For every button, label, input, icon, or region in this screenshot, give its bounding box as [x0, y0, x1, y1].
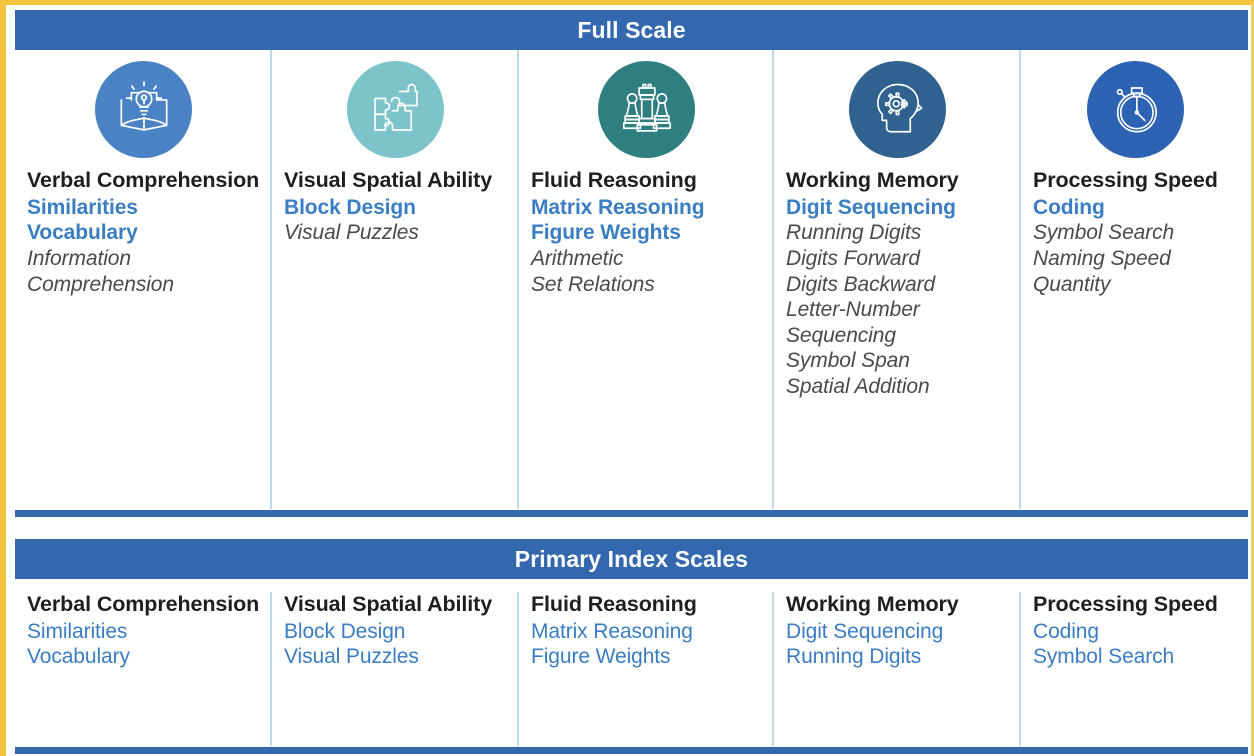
- subtest-coding: Coding: [1033, 195, 1105, 219]
- primary-index-scales-header: Primary Index Scales: [15, 539, 1248, 579]
- subtest-running-digits: Running Digits: [786, 645, 922, 669]
- subtest-block-design: Block Design: [284, 195, 416, 219]
- subtest-running-digits: Running Digits: [786, 221, 922, 245]
- scale-name-visual-spatial-ability: Visual Spatial Ability: [284, 168, 493, 192]
- subtest-letter-number-sequencing: Letter-Number Sequencing: [786, 298, 920, 347]
- icon-wrap-verbal-comprehension: [27, 50, 260, 168]
- subtest-quantity: Quantity: [1033, 272, 1111, 296]
- icon-wrap-working-memory: [786, 50, 1009, 168]
- scale-name-working-memory: Working Memory: [786, 168, 959, 192]
- subtest-symbol-search: Symbol Search: [1033, 221, 1175, 245]
- subtest-information: Information: [27, 247, 131, 271]
- scale-name-visual-spatial-ability: Visual Spatial Ability: [284, 592, 493, 616]
- subtest-coding: Coding: [1033, 619, 1099, 643]
- subtest-digits-backward: Digits Backward: [786, 272, 936, 296]
- icon-wrap-visual-spatial-ability: [284, 50, 507, 168]
- scale-name-processing-speed: Processing Speed: [1033, 592, 1218, 616]
- subtest-vocabulary: Vocabulary: [27, 221, 138, 245]
- subtest-set-relations: Set Relations: [531, 272, 655, 296]
- subtest-spatial-addition: Spatial Addition: [786, 375, 930, 399]
- head-gear-icon: [849, 60, 946, 158]
- scale-name-working-memory: Working Memory: [786, 592, 959, 616]
- subtest-block-design: Block Design: [284, 619, 406, 643]
- chess-pieces-icon: [598, 60, 695, 158]
- subtest-similarities: Similarities: [27, 619, 128, 643]
- subtest-visual-puzzles: Visual Puzzles: [284, 645, 419, 669]
- stopwatch-icon: [1087, 60, 1184, 158]
- subtest-symbol-search: Symbol Search: [1033, 645, 1175, 669]
- subtest-matrix-reasoning: Matrix Reasoning: [531, 619, 693, 643]
- scale-name-processing-speed: Processing Speed: [1033, 168, 1218, 192]
- subtest-arithmetic: Arithmetic: [531, 247, 624, 271]
- subtest-vocabulary: Vocabulary: [27, 645, 130, 669]
- subtest-symbol-span: Symbol Span: [786, 349, 910, 373]
- subtest-figure-weights: Figure Weights: [531, 645, 671, 669]
- subtest-digits-forward: Digits Forward: [786, 247, 920, 271]
- icon-wrap-processing-speed: [1033, 50, 1238, 168]
- subtest-figure-weights: Figure Weights: [531, 221, 681, 245]
- scale-name-fluid-reasoning: Fluid Reasoning: [531, 168, 697, 192]
- puzzle-pieces-icon: [347, 60, 444, 158]
- subtest-similarities: Similarities: [27, 195, 138, 219]
- scale-name-fluid-reasoning: Fluid Reasoning: [531, 592, 697, 616]
- primary-index-scales-section: Primary Index Scales Verbal Comprehensio…: [15, 539, 1248, 754]
- subtest-naming-speed: Naming Speed: [1033, 247, 1171, 271]
- scale-name-verbal-comprehension: Verbal Comprehension: [27, 592, 260, 616]
- icon-wrap-fluid-reasoning: [531, 50, 762, 168]
- subtest-digit-sequencing: Digit Sequencing: [786, 619, 944, 643]
- subtest-matrix-reasoning: Matrix Reasoning: [531, 195, 705, 219]
- primary-index-bottom-rule: [15, 746, 1248, 754]
- subtest-visual-puzzles: Visual Puzzles: [284, 221, 419, 245]
- full-scale-header: Full Scale: [15, 10, 1248, 50]
- book-lightbulb-icon: [95, 60, 192, 158]
- subtest-digit-sequencing: Digit Sequencing: [786, 195, 956, 219]
- subtest-comprehension: Comprehension: [27, 272, 174, 296]
- scale-name-verbal-comprehension: Verbal Comprehension: [27, 168, 260, 192]
- full-scale-bottom-rule: [15, 509, 1248, 517]
